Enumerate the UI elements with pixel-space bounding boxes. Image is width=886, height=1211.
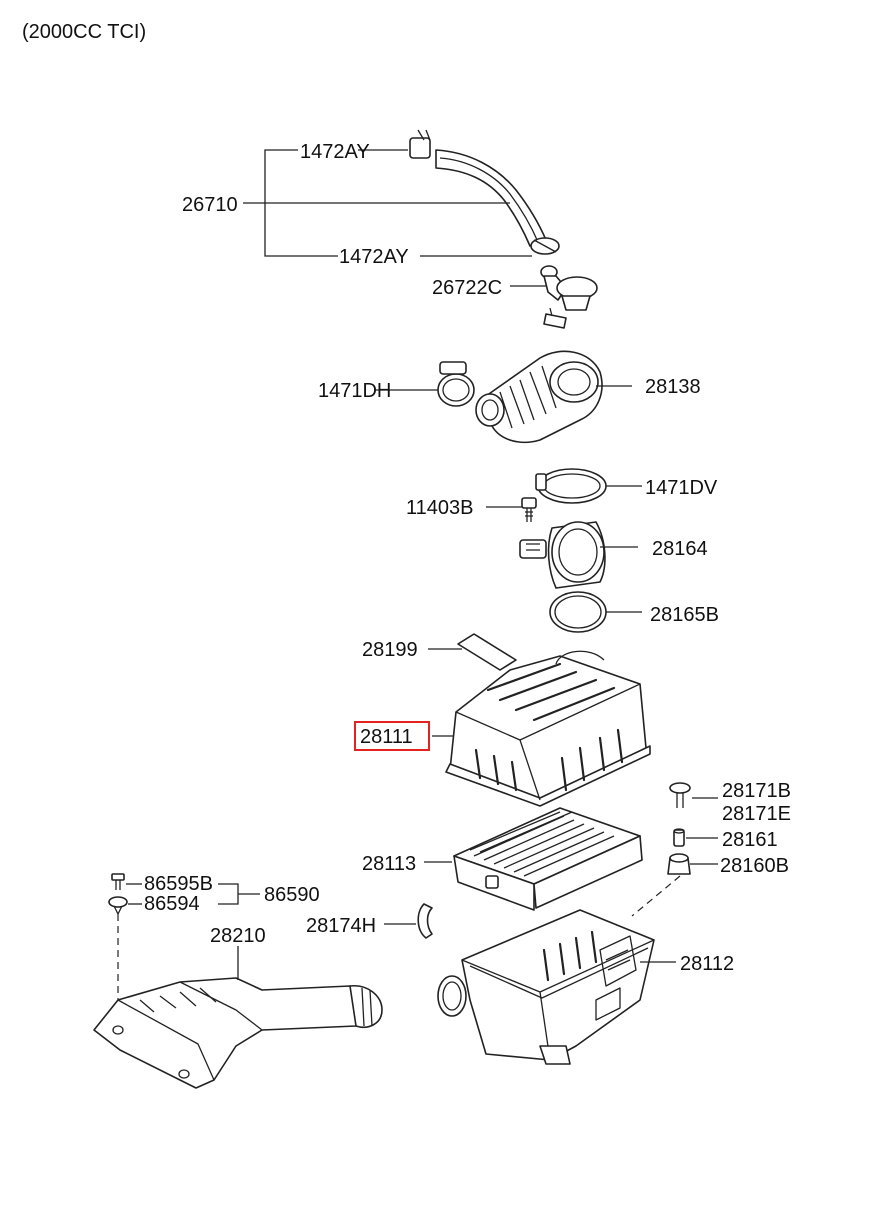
engine-label: (2000CC TCI)	[22, 21, 146, 43]
label-28165B[interactable]: 28165B	[650, 604, 719, 626]
clip-86594[interactable]	[108, 896, 128, 915]
hose-clamp-1472AY-bottom[interactable]	[530, 237, 560, 255]
label-28174H[interactable]: 28174H	[306, 915, 376, 937]
clip-28174H[interactable]	[417, 903, 433, 939]
hose-clamp-1471DH[interactable]	[437, 361, 475, 407]
hose-clamp-1472AY-top[interactable]	[409, 129, 431, 159]
breather-hose-26710[interactable]	[435, 149, 547, 247]
label-sticker-28199[interactable]	[457, 633, 517, 671]
label-86590[interactable]: 86590	[264, 884, 320, 906]
small-clamp[interactable]	[543, 307, 567, 329]
label-86595B[interactable]: 86595B	[144, 873, 213, 895]
air-cleaner-cover-28111[interactable]	[445, 650, 651, 807]
label-86594[interactable]: 86594	[144, 893, 200, 915]
label-28164[interactable]: 28164	[652, 538, 708, 560]
label-28160B[interactable]: 28160B	[720, 855, 789, 877]
bolt-11403B[interactable]	[521, 497, 537, 522]
label-1472AY-bottom[interactable]: 1472AY	[339, 246, 409, 268]
hose-clamp-1471DV[interactable]	[535, 468, 607, 504]
air-flow-sensor-28164[interactable]	[519, 521, 606, 589]
air-cleaner-body-28112[interactable]	[437, 909, 655, 1065]
intake-duct-28210[interactable]	[93, 977, 383, 1089]
label-28113[interactable]: 28113	[362, 853, 416, 875]
label-28171E[interactable]: 28171E	[722, 803, 791, 825]
bracket-86590	[218, 883, 260, 905]
bolt-86595B[interactable]	[111, 873, 125, 890]
intake-hose-28138[interactable]	[475, 350, 603, 444]
grommet-28160B[interactable]	[667, 853, 691, 875]
label-11403B[interactable]: 11403B	[406, 497, 473, 519]
label-28112[interactable]: 28112	[680, 953, 734, 975]
label-26710[interactable]: 26710	[182, 194, 238, 216]
label-28138[interactable]: 28138	[645, 376, 701, 398]
pcv-fitting-26722C[interactable]	[540, 265, 598, 311]
gasket-28165B[interactable]	[549, 591, 607, 633]
selected-part-highlight	[354, 721, 430, 751]
collar-28161[interactable]	[673, 828, 685, 847]
bolt-28171B[interactable]	[669, 782, 691, 808]
label-1471DV[interactable]: 1471DV	[645, 477, 718, 499]
label-28161[interactable]: 28161	[722, 829, 778, 851]
label-26722C[interactable]: 26722C	[432, 277, 502, 299]
label-1471DH[interactable]: 1471DH	[318, 380, 391, 402]
label-28171B[interactable]: 28171B	[722, 780, 791, 802]
label-28111[interactable]: 28111	[360, 726, 413, 748]
label-28210[interactable]: 28210	[210, 925, 266, 947]
label-1472AY-top[interactable]: 1472AY	[300, 141, 370, 163]
air-filter-element-28113[interactable]	[453, 807, 643, 911]
label-28199[interactable]: 28199	[362, 639, 418, 661]
assembly-line-28160B	[631, 875, 681, 917]
